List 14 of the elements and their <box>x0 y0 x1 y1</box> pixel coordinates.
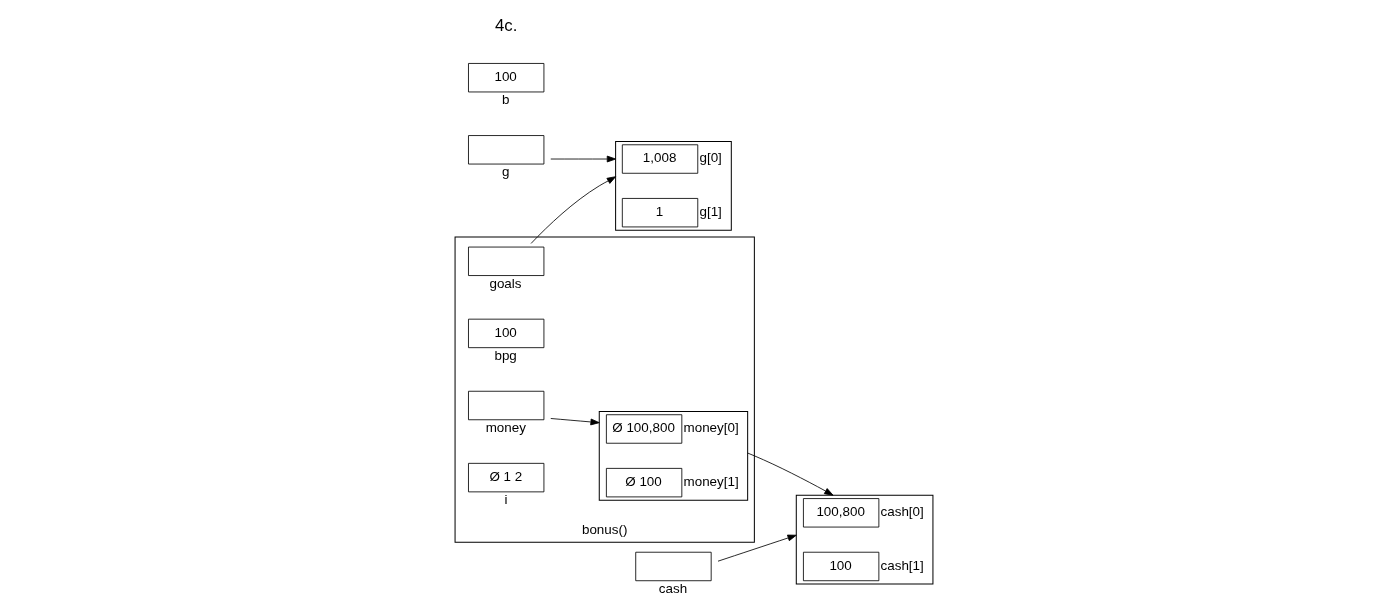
node-label: cash[1] <box>880 557 924 573</box>
node-label: goals <box>488 275 521 291</box>
node-label: i <box>504 492 508 508</box>
node-label: bpg <box>493 348 517 364</box>
node-label: cash[0] <box>880 504 924 520</box>
node-label: money <box>485 420 526 436</box>
node-label: g[0] <box>698 150 722 166</box>
label: 4c. <box>494 15 517 35</box>
node-label: money[0] <box>683 420 739 436</box>
node-label: cash <box>658 581 687 597</box>
node-label: g[1] <box>698 203 722 219</box>
node-label: b <box>501 92 509 108</box>
node-label: g <box>501 164 509 180</box>
node-label: money[1] <box>683 473 739 489</box>
